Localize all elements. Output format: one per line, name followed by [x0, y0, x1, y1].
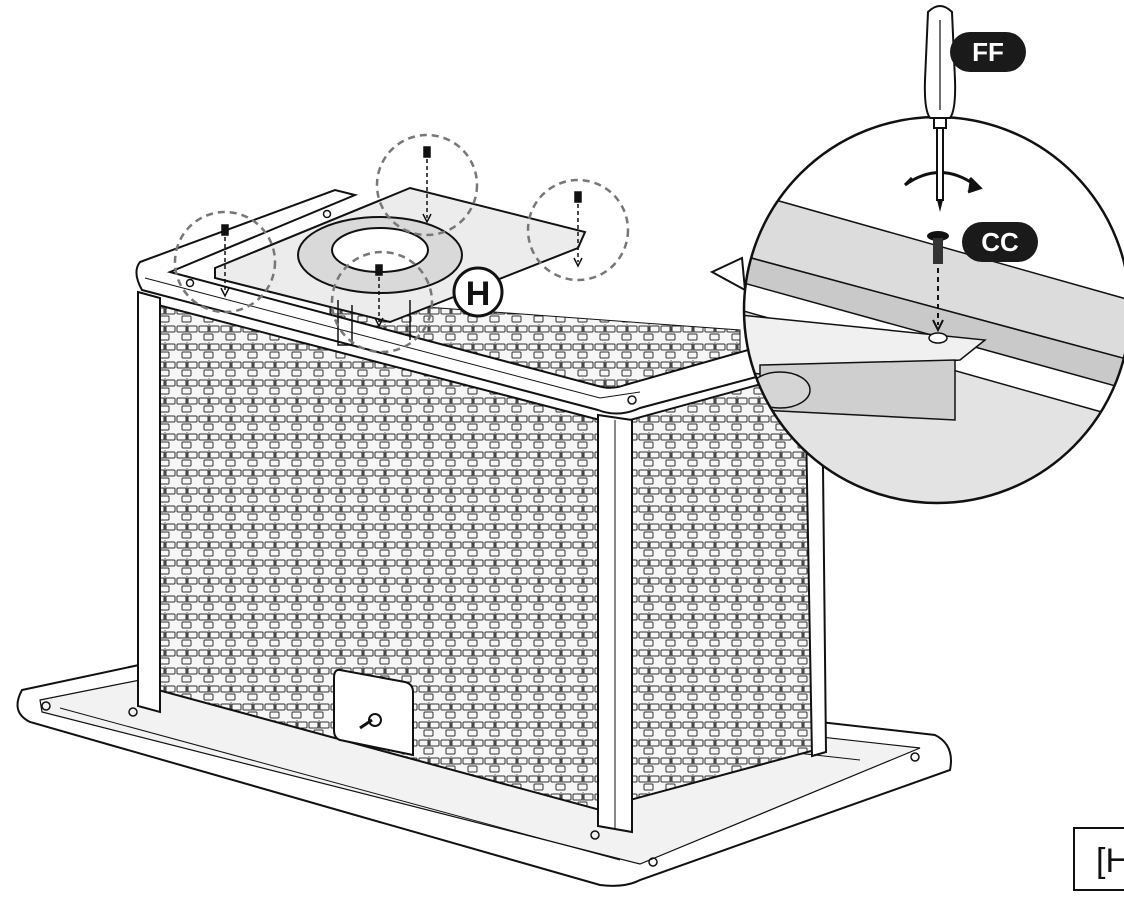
corner-part-box: [H — [1073, 827, 1124, 891]
screw-icon — [573, 191, 583, 268]
zoom-callout — [709, 115, 1124, 505]
screw-icon — [220, 224, 230, 298]
screwdriver-label-text: FF — [972, 37, 1004, 67]
screw-circle-front — [330, 250, 434, 354]
side-wicker-panel — [629, 370, 817, 802]
screw-circle-right — [526, 178, 630, 282]
part-h-text: H — [466, 275, 491, 313]
screw-icon — [422, 146, 432, 224]
top-rim — [135, 188, 762, 415]
screw-label-text: CC — [981, 227, 1019, 257]
screw-icon — [927, 231, 949, 333]
screw-location-circles — [173, 133, 630, 354]
mounting-plate — [214, 186, 587, 346]
screwdriver-label: FF — [950, 32, 1026, 72]
screw-circle-back — [375, 133, 479, 237]
part-h-label: H — [452, 266, 504, 318]
screw-label: CC — [962, 222, 1038, 262]
corner-part-box-text: [H — [1096, 842, 1124, 880]
screw-icon — [374, 264, 384, 328]
screw-circle-left — [173, 210, 277, 314]
front-access-plate — [333, 668, 414, 757]
small-screws — [220, 146, 583, 328]
screwdriver-icon — [923, 5, 957, 212]
